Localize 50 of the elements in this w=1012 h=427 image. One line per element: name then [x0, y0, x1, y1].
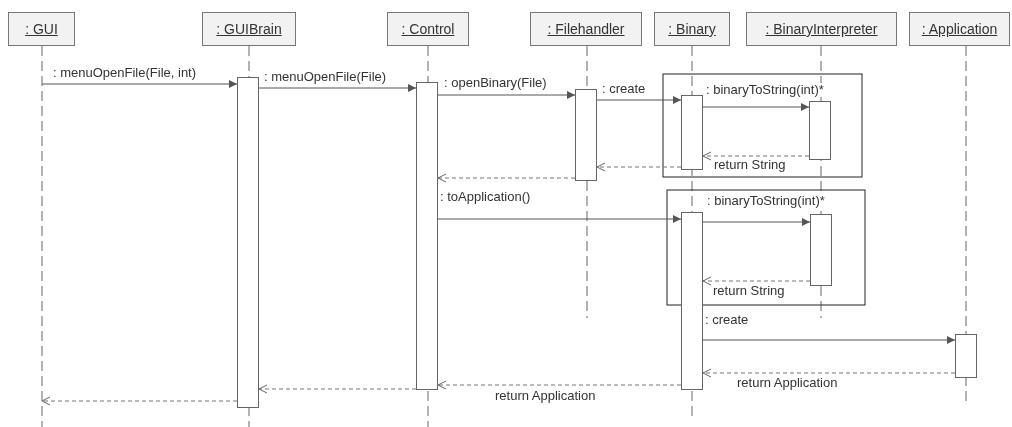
message-label: return Application [494, 389, 597, 403]
object-name: : Control [401, 21, 455, 37]
message-label: : toApplication() [439, 190, 532, 204]
object-name: : Application [921, 21, 998, 37]
message-label: return String [712, 284, 786, 298]
message-label: : menuOpenFile(File) [263, 70, 388, 84]
object-name: : BinaryInterpreter [765, 21, 878, 37]
return-arrow [437, 380, 682, 390]
activation-bar [810, 214, 832, 286]
message-arrow [258, 84, 417, 92]
activation-bar [681, 95, 703, 170]
object-name: : Binary [668, 21, 716, 37]
lifeline-head-box [530, 12, 642, 46]
activation-bar [955, 334, 977, 378]
return-arrow [702, 151, 810, 161]
message-label: return String [713, 158, 787, 172]
lifeline-head-box [746, 12, 897, 46]
message-arrow [702, 336, 956, 344]
object-name: : GUI [25, 21, 58, 37]
message-label: : binaryToString(int)* [706, 194, 826, 208]
activation-bar [681, 212, 703, 390]
message-label: : binaryToString(int)* [705, 83, 825, 97]
message-label: : create [704, 313, 750, 327]
activation-bar [809, 101, 831, 160]
lifeline-head-box [8, 12, 75, 46]
message-label: return Application [736, 376, 839, 390]
lifeline-head-box [202, 12, 296, 46]
message-label: : menuOpenFile(File, int) [52, 66, 198, 80]
message-arrow [437, 215, 682, 223]
message-arrow [596, 96, 682, 104]
message-label: : create [601, 82, 647, 96]
lifeline-head-box [387, 12, 469, 46]
return-arrow [596, 162, 682, 172]
activation-bar [575, 89, 597, 181]
activation-bar [237, 77, 259, 408]
lifeline-head-box [909, 12, 1010, 46]
activation-bar [416, 82, 438, 390]
return-arrow [41, 396, 238, 406]
message-arrow [41, 80, 238, 88]
message-label: : openBinary(File) [443, 76, 548, 90]
message-arrow [437, 91, 576, 99]
return-arrow [702, 276, 811, 286]
object-name: : Filehandler [547, 21, 625, 37]
return-arrow [702, 368, 956, 378]
object-name: : GUIBrain [216, 21, 282, 37]
message-arrow [702, 103, 810, 111]
return-arrow [437, 173, 576, 183]
message-arrow [702, 218, 811, 226]
lifeline-head-box [654, 12, 730, 46]
return-arrow [258, 384, 417, 394]
